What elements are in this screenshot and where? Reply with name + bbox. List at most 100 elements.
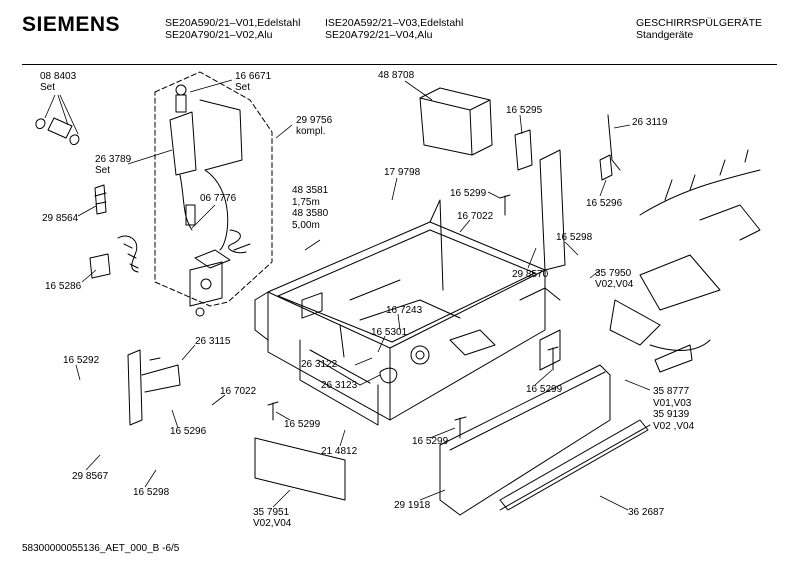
part-number: 16 5299 [284, 419, 321, 430]
part-label: 29 8564 [42, 213, 78, 224]
part-label: 16 6671 Set [235, 71, 271, 93]
clamp-set [36, 118, 79, 145]
part-number: 16 5296 [586, 198, 623, 209]
hinge-bracket-left [128, 350, 180, 425]
part-number: 16 5301 [371, 327, 408, 338]
category-line: Standgeräte [636, 29, 694, 41]
part-number: 26 3122 [301, 359, 338, 370]
part-number: 26 3123 [321, 380, 358, 391]
header-rule [22, 64, 777, 65]
part-label: 35 8777 V01,V03 35 9139 V02 ,V04 [653, 386, 694, 432]
part-label: 26 3119 [632, 117, 667, 128]
part-label: 16 5299 [526, 384, 562, 395]
part-number: 35 7950 [595, 268, 632, 279]
part-label: 26 3115 [195, 336, 230, 347]
part-number: 36 2687 [628, 507, 665, 518]
corrugated-hose [118, 236, 138, 272]
part-label: 21 4812 [321, 446, 357, 457]
part-number: 26 3115 [195, 336, 231, 347]
part-label: 16 7243 [386, 305, 422, 316]
part-label: 36 2687 [628, 507, 664, 518]
part-number: 26 3119 [632, 117, 668, 128]
brand-logo: SIEMENS [22, 13, 121, 36]
model-list-1: SE20A590/21–V01,Edelstahl SE20A790/21–V0… [165, 17, 300, 41]
part-label: 16 5296 [586, 198, 622, 209]
part-label: 29 1918 [394, 500, 430, 511]
part-number: 16 7022 [220, 386, 257, 397]
part-number: 29 8570 [512, 269, 549, 280]
part-number: 48 8708 [378, 70, 415, 81]
part-label: 16 5286 [45, 281, 81, 292]
model-line: SE20A590/21–V01,Edelstahl [165, 17, 301, 29]
part-note: V02 ,V04 [653, 420, 695, 432]
model-line: ISE20A592/21–V03,Edelstahl [325, 17, 464, 29]
part-label: 35 7951 V02,V04 [253, 507, 291, 529]
part-note: V02,V04 [253, 518, 292, 529]
document-id: 58300000055136_AET_000_B -6/5 [22, 543, 180, 554]
part-note: Set [95, 165, 111, 176]
part-note: Set [235, 82, 251, 93]
float-switch [90, 254, 110, 278]
part-number: 16 7243 [386, 305, 423, 316]
part-label: 17 9798 [384, 167, 420, 178]
part-label: 26 3789 Set [95, 154, 131, 176]
part-note: V01,V03 [653, 397, 692, 409]
part-label: 29 9756 kompl. [296, 115, 332, 137]
part-number: 16 7022 [457, 211, 494, 222]
part-number: 16 5295 [506, 105, 543, 116]
category-line: GESCHIRRSPÜLGERÄTE [636, 17, 763, 29]
part-label: 16 7022 [457, 211, 493, 222]
dashed-group-outline [155, 72, 272, 306]
part-number: 29 1918 [394, 500, 431, 511]
screws [268, 195, 558, 438]
part-label: 26 3122 [301, 359, 337, 370]
part-label: 16 7022 [220, 386, 256, 397]
spring-hose [195, 230, 250, 268]
part-number: 06 7776 [200, 193, 237, 204]
part-number: 35 9139 [653, 409, 690, 420]
part-number: 29 8564 [42, 213, 79, 224]
part-number: 16 5286 [45, 281, 82, 292]
part-number: 16 5296 [170, 426, 207, 437]
part-number: 21 4812 [321, 446, 358, 457]
part-label: 16 5299 [412, 436, 448, 447]
part-label: 48 8708 [378, 70, 414, 81]
part-number: 08 8403 [40, 71, 77, 82]
part-number: 26 3789 [95, 154, 132, 165]
model-line: SE20A790/21–V02,Alu [165, 29, 273, 41]
part-label: 29 8567 [72, 471, 108, 482]
part-note: V02,V04 [595, 279, 634, 290]
part-number: 29 8567 [72, 471, 109, 482]
part-note: 5,00m [292, 219, 320, 231]
model-line: SE20A792/21–V04,Alu [325, 29, 433, 41]
part-label: 35 7950 V02,V04 [595, 268, 633, 290]
part-number: 16 5299 [526, 384, 563, 395]
part-label: 26 3123 [321, 380, 357, 391]
part-label: 16 5296 [170, 426, 206, 437]
hose-coupling [95, 185, 106, 214]
part-number: 16 5299 [450, 188, 487, 199]
part-note: kompl. [296, 126, 326, 137]
cable-harness [420, 88, 760, 372]
part-number: 35 7951 [253, 507, 290, 518]
inlet-valve-assembly [170, 85, 242, 250]
part-number: 16 6671 [235, 71, 272, 82]
part-label: 16 5292 [63, 355, 99, 366]
control-bracket [190, 262, 222, 316]
part-label: 08 8403 Set [40, 71, 76, 93]
hinge-bracket-right [515, 130, 612, 270]
part-number: 48 3580 [292, 208, 329, 219]
part-label: 06 7776 [200, 193, 236, 204]
part-number: 29 9756 [296, 115, 333, 126]
part-number: 16 5298 [133, 487, 170, 498]
category-title: GESCHIRRSPÜLGERÄTE Standgeräte [636, 17, 762, 41]
part-label: 16 5299 [450, 188, 486, 199]
part-number: 16 5298 [556, 232, 593, 243]
part-number: 48 3581 [292, 185, 329, 196]
part-label: 16 5298 [133, 487, 169, 498]
part-label: 48 3581 1,75m 48 3580 5,00m [292, 185, 328, 231]
model-list-2: ISE20A592/21–V03,Edelstahl SE20A792/21–V… [325, 17, 463, 41]
part-number: 17 9798 [384, 167, 421, 178]
part-label: 16 5295 [506, 105, 542, 116]
